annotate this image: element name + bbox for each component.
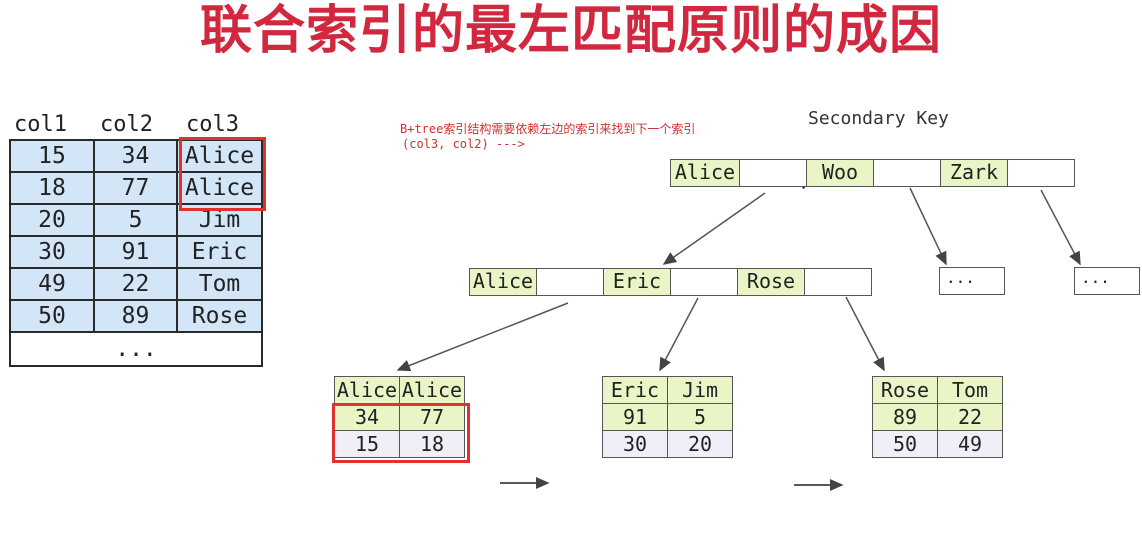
leaf-row-keys: Rose Tom xyxy=(872,376,1003,404)
leaf-cell: 91 xyxy=(602,403,668,431)
arrow-root-to-mid xyxy=(662,192,766,265)
table-cell: 5 xyxy=(93,203,178,237)
table-cell: Rose xyxy=(176,299,263,333)
leaf-row-col1: 15 18 xyxy=(334,430,465,458)
leaf-cell: 22 xyxy=(937,403,1003,431)
table-row: 30 91 Eric xyxy=(9,235,263,269)
table-row: 18 77 Alice xyxy=(9,171,263,205)
leaf-node: Eric Jim 91 5 30 20 xyxy=(602,376,733,458)
leaf-row-col2: 89 22 xyxy=(872,403,1003,431)
node-pointer xyxy=(740,160,807,186)
note-line-1: B+tree索引结构需要依赖左边的索引来找到下一个索引 xyxy=(400,122,696,136)
arrow-mid-to-leaf-1 xyxy=(396,302,569,372)
leaf-cell: 15 xyxy=(334,430,400,458)
leaf-cell: Tom xyxy=(937,376,1003,404)
node-pointer xyxy=(1008,160,1074,186)
leaf-cell: 49 xyxy=(937,430,1003,458)
ellipsis-node: ... xyxy=(939,267,1005,295)
node-pointer xyxy=(537,269,604,295)
table-cell: Tom xyxy=(176,267,263,301)
leaf-cell: 18 xyxy=(399,430,465,458)
node-key: Alice xyxy=(470,269,537,295)
table-row: 15 34 Alice xyxy=(9,139,263,173)
ellipsis-node: ... xyxy=(1074,267,1140,295)
arrow-mid-to-leaf-2 xyxy=(659,297,699,372)
table-cell: 34 xyxy=(93,139,178,173)
node-pointer xyxy=(805,269,871,295)
highlight-box-leaf xyxy=(332,403,470,463)
table-cell: Alice xyxy=(176,171,263,205)
note-line-2: (col3, col2) ---> xyxy=(402,137,525,151)
table-cell: 18 xyxy=(9,171,95,205)
table-cell: Alice xyxy=(176,139,263,173)
note: B+tree索引结构需要依赖左边的索引来找到下一个索引 (col3, col2)… xyxy=(400,122,695,152)
mid-node: Alice Eric Rose xyxy=(469,268,872,296)
leaf-node: Rose Tom 89 22 50 49 xyxy=(872,376,1003,458)
highlight-box-alice xyxy=(179,137,266,211)
header-col2: col2 xyxy=(100,112,153,137)
leaf-cell: 89 xyxy=(872,403,938,431)
header-col1: col1 xyxy=(14,112,67,137)
leaf-cell: 5 xyxy=(667,403,733,431)
node-key: Rose xyxy=(738,269,805,295)
table-cell: 50 xyxy=(9,299,95,333)
leaf-row-col1: 50 49 xyxy=(872,430,1003,458)
leaf-cell: Rose xyxy=(872,376,938,404)
leaf-cell: 30 xyxy=(602,430,668,458)
table-cell: 77 xyxy=(93,171,178,205)
leaf-cell: 50 xyxy=(872,430,938,458)
arrow-root-to-ellipsis-1 xyxy=(909,187,947,266)
leaf-row-col2: 91 5 xyxy=(602,403,733,431)
table-cell: 20 xyxy=(9,203,95,237)
table-cell: 89 xyxy=(93,299,178,333)
ellipsis-cell: ... xyxy=(9,331,263,367)
table-row: 50 89 Rose xyxy=(9,299,263,333)
node-key: Woo xyxy=(807,160,874,186)
table-cell: 30 xyxy=(9,235,95,269)
table-cell: Eric xyxy=(176,235,263,269)
leaf-row-keys: Alice Alice xyxy=(334,376,465,404)
table-row: 49 22 Tom xyxy=(9,267,263,301)
node-pointer xyxy=(874,160,941,186)
leaf-cell: Eric xyxy=(602,376,668,404)
leaf-row-keys: Eric Jim xyxy=(602,376,733,404)
root-node: Alice Woo Zark xyxy=(670,159,1075,187)
page-title: 联合索引的最左匹配原则的成因 xyxy=(199,1,942,61)
leaf-cell: 20 xyxy=(667,430,733,458)
table-row-ellipsis: ... xyxy=(9,331,263,367)
secondary-key-label: Secondary Key xyxy=(808,108,949,129)
source-table: 15 34 Alice 18 77 Alice 20 5 Jim 30 91 E… xyxy=(9,139,263,367)
table-cell: 15 xyxy=(9,139,95,173)
table-cell: 91 xyxy=(93,235,178,269)
leaf-cell: Alice xyxy=(399,376,465,404)
arrow-mid-to-leaf-3 xyxy=(845,296,885,372)
node-key: Alice xyxy=(671,160,740,186)
table-cell: 49 xyxy=(9,267,95,301)
leaf-cell: Jim xyxy=(667,376,733,404)
leaf-cell: Alice xyxy=(334,376,400,404)
header-col3: col3 xyxy=(186,112,239,137)
leaf-row-col1: 30 20 xyxy=(602,430,733,458)
arrow-root-to-ellipsis-2 xyxy=(1040,189,1081,266)
node-key: Zark xyxy=(941,160,1008,186)
table-cell: 22 xyxy=(93,267,178,301)
node-key: Eric xyxy=(604,269,671,295)
node-pointer xyxy=(671,269,738,295)
